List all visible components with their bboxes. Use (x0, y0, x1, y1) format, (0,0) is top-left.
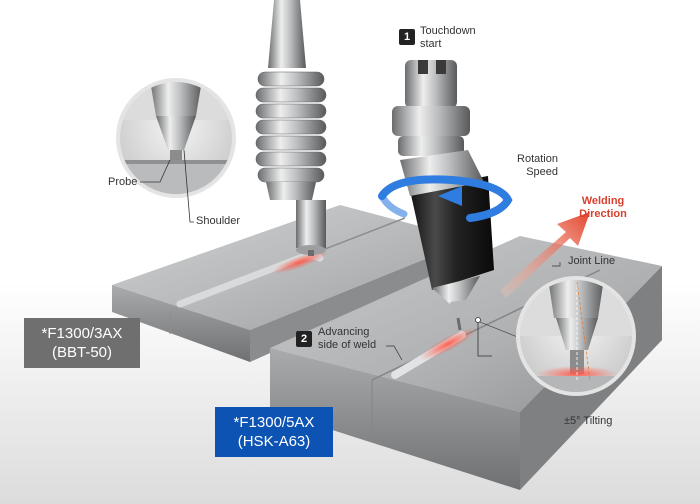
joint-line-label: Joint Line (568, 255, 616, 267)
welding-direction-arrow (500, 212, 590, 298)
rotation-arrow-icon (378, 175, 513, 222)
welding-direction-label: Welding Direction (579, 195, 627, 220)
machine-badge-3ax: *F1300/3AX (BBT-50) (24, 318, 140, 368)
advancing-step-number: 2 (296, 331, 312, 347)
rotation-speed-label: Rotation Speed (517, 153, 558, 178)
zoom-detail-probe (116, 78, 236, 223)
tilting-label: ±5° Tilting (564, 415, 613, 427)
probe-label: Probe (108, 176, 138, 188)
left-spindle (255, 0, 327, 256)
machine-badge-5ax: *F1300/5AX (HSK-A63) (215, 407, 333, 457)
advancing-side-label: Advancing side of weld (318, 326, 377, 351)
touchdown-step-number: 1 (399, 29, 415, 45)
shoulder-label: Shoulder (196, 215, 241, 227)
zoom-detail-tilting (479, 276, 636, 396)
touchdown-start-label: Touchdown start (420, 25, 476, 50)
